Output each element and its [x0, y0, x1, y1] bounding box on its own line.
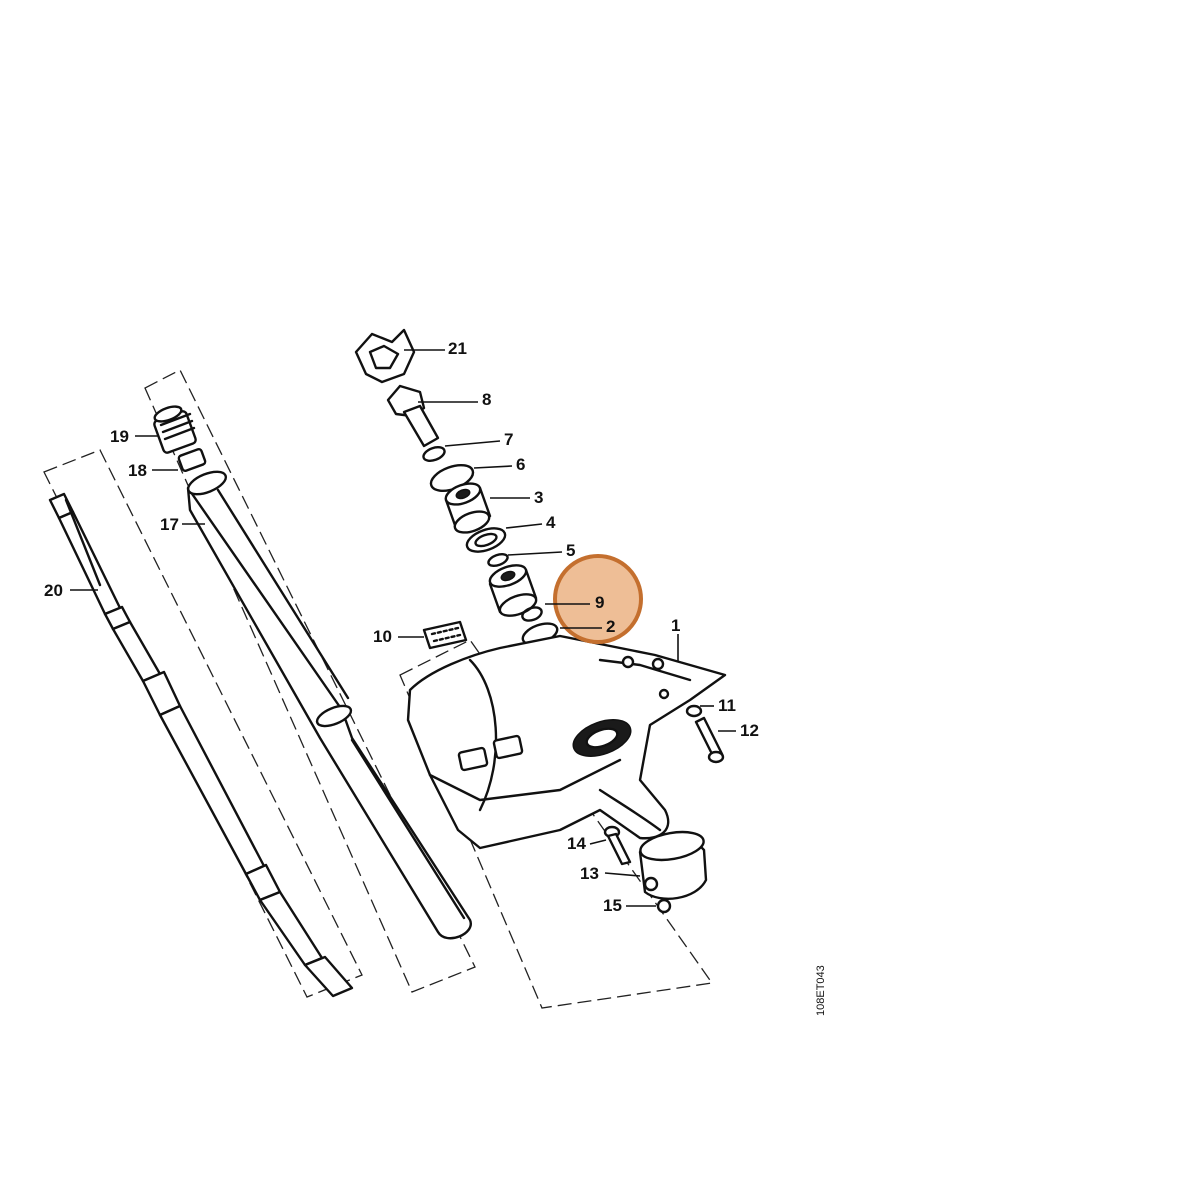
part-label-7: 7 [504, 430, 513, 449]
leader-4 [505, 523, 543, 529]
part-label-1: 1 [671, 616, 680, 635]
ball-bearing-part [444, 482, 492, 534]
drive-sleeve-part [354, 328, 416, 384]
guide-box-gear-head [399, 639, 714, 1009]
leader-6 [473, 465, 513, 469]
bushing-part [177, 448, 207, 472]
circlip-part [422, 446, 446, 462]
part-label-14: 14 [567, 834, 586, 853]
part-label-5: 5 [566, 541, 575, 560]
leader-5 [507, 551, 563, 556]
part-label-6: 6 [516, 455, 525, 474]
guide-box-shaft-tube [144, 369, 476, 993]
part-label-21: 21 [448, 339, 467, 358]
leader-7 [444, 440, 501, 447]
leader-13 [604, 872, 641, 877]
drive-shaft-part [48, 492, 354, 998]
part-label-15: 15 [603, 896, 622, 915]
clamp-nut-part [656, 898, 672, 914]
spacer-ring-part [465, 527, 507, 553]
pinion-shaft-part [386, 384, 440, 448]
part-label-8: 8 [482, 390, 491, 409]
shaft-tube-part [186, 470, 472, 940]
leader-14 [589, 839, 607, 845]
clamp-screw-part [603, 825, 632, 866]
lower-bearing-part [488, 564, 538, 617]
part-label-18: 18 [128, 461, 147, 480]
screw-washer-part [685, 704, 703, 718]
threaded-nut-part [153, 405, 197, 454]
gear-housing-part [406, 634, 727, 850]
part-label-4: 4 [546, 513, 556, 532]
part-label-13: 13 [580, 864, 599, 883]
part-label-10: 10 [373, 627, 392, 646]
part-label-12: 12 [740, 721, 759, 740]
housing-screw-part [694, 716, 725, 764]
drawing-code: 108ET043 [815, 965, 827, 1016]
part-label-19: 19 [110, 427, 129, 446]
part-label-3: 3 [534, 488, 543, 507]
part-label-17: 17 [160, 515, 179, 534]
part-label-20: 20 [44, 581, 63, 600]
washer-part [487, 552, 509, 568]
part-label-11: 11 [718, 696, 736, 715]
part-label-9: 9 [595, 593, 604, 612]
clamp-part [638, 830, 708, 900]
filter-pad-part [422, 620, 468, 650]
part-label-2: 2 [606, 617, 615, 636]
small-ring-part [521, 606, 543, 622]
highlight-circle [553, 554, 643, 644]
